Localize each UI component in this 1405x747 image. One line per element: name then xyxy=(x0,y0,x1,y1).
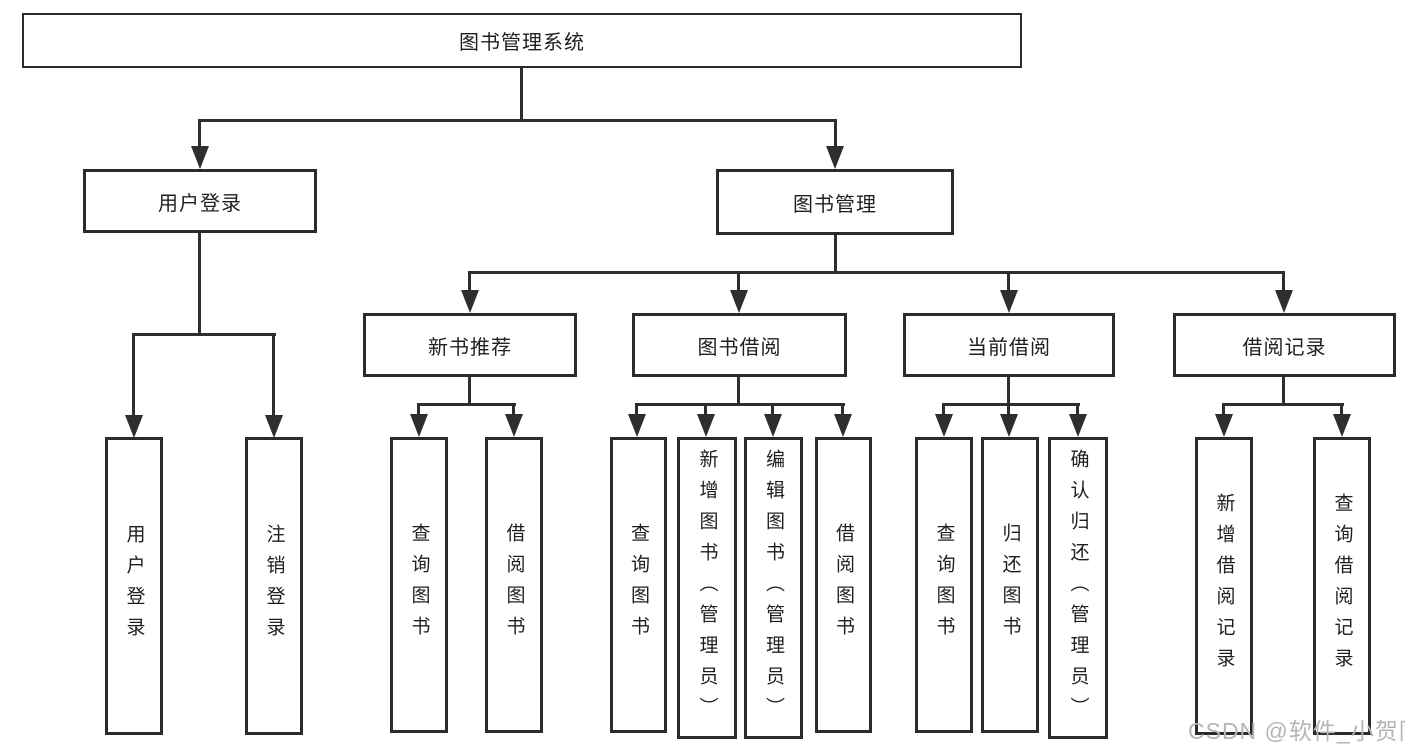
connector-bb-query-stem xyxy=(635,403,638,417)
node-user-login: 用户登录 xyxy=(83,169,317,233)
arrowhead-bb-add xyxy=(697,414,715,437)
arrowhead-cb-query xyxy=(935,414,953,437)
connector-nb-borrow-stem xyxy=(512,403,515,417)
leaf-records-add-label: 新增借阅记录 xyxy=(1213,493,1235,679)
leaf-current-confirm-admin: 确认归还（管理员） xyxy=(1048,437,1108,739)
node-new-book-recommend-label: 新书推荐 xyxy=(428,336,512,359)
node-current-borrowing: 当前借阅 xyxy=(903,313,1115,377)
connector-rec-query-stem xyxy=(1340,403,1343,417)
connector-records-stem xyxy=(1282,271,1285,292)
node-new-book-recommend: 新书推荐 xyxy=(363,313,577,377)
leaf-logout: 注销登录 xyxy=(245,437,303,735)
connector-borrowing-trunk xyxy=(737,377,740,406)
arrowhead-nb-borrow xyxy=(505,414,523,437)
arrowhead-leaf-login xyxy=(125,415,143,438)
leaf-current-query: 查询图书 xyxy=(915,437,973,733)
node-user-login-label: 用户登录 xyxy=(158,192,242,215)
leaf-current-return: 归还图书 xyxy=(981,437,1039,733)
connector-new-books-bar xyxy=(417,403,516,406)
arrowhead-cb-return xyxy=(1000,414,1018,437)
connector-bb-edit-stem xyxy=(771,403,774,417)
leaf-newbooks-borrow: 借阅图书 xyxy=(485,437,543,733)
connector-user-login-stem xyxy=(198,119,201,153)
leaf-newbooks-borrow-label: 借阅图书 xyxy=(503,523,525,647)
node-root-label: 图书管理系统 xyxy=(459,32,585,54)
leaf-user-login-label: 用户登录 xyxy=(123,524,145,648)
connector-level2-bar xyxy=(198,119,837,122)
connector-book-mgmt-trunk xyxy=(834,235,837,274)
arrowhead-user-login xyxy=(191,146,209,169)
arrowhead-rec-add xyxy=(1215,414,1233,437)
leaf-borrowing-borrow: 借阅图书 xyxy=(815,437,872,733)
connector-leaf-logout-stem xyxy=(272,333,275,418)
connector-level3-bar xyxy=(468,271,1285,274)
node-current-borrowing-label: 当前借阅 xyxy=(967,336,1051,359)
arrowhead-leaf-logout xyxy=(265,415,283,438)
connector-user-login-trunk xyxy=(198,233,201,336)
connector-current-stem xyxy=(1007,271,1010,292)
watermark: CSDN @软件_小贺同学 xyxy=(1188,718,1405,744)
connector-cb-query-stem xyxy=(942,403,945,417)
arrowhead-new-books xyxy=(461,290,479,313)
leaf-current-confirm-admin-label: 确认归还（管理员） xyxy=(1067,448,1089,728)
connector-rec-add-stem xyxy=(1222,403,1225,417)
connector-leaf-login-stem xyxy=(132,333,135,418)
connector-cb-confirm-stem xyxy=(1076,403,1079,417)
connector-new-books-stem xyxy=(468,271,471,292)
leaf-current-query-label: 查询图书 xyxy=(933,523,955,647)
arrowhead-borrowing xyxy=(730,290,748,313)
leaf-newbooks-query: 查询图书 xyxy=(390,437,448,733)
arrowhead-bb-edit xyxy=(764,414,782,437)
connector-bb-borrow-stem xyxy=(841,403,844,417)
leaf-newbooks-query-label: 查询图书 xyxy=(408,523,430,647)
connector-user-login-bar xyxy=(132,333,276,336)
arrowhead-current xyxy=(1000,290,1018,313)
connector-current-bar xyxy=(942,403,1080,406)
node-root: 图书管理系统 xyxy=(22,13,1022,68)
connector-bb-add-stem xyxy=(704,403,707,417)
node-book-management-label: 图书管理 xyxy=(793,193,877,216)
node-book-borrowing-label: 图书借阅 xyxy=(697,336,782,359)
connector-cb-return-stem xyxy=(1007,403,1010,417)
connector-records-trunk xyxy=(1282,377,1285,406)
arrowhead-cb-confirm xyxy=(1069,414,1087,437)
leaf-borrowing-add-admin: 新增图书（管理员） xyxy=(677,437,737,739)
node-borrow-records: 借阅记录 xyxy=(1173,313,1396,377)
leaf-records-query-label: 查询借阅记录 xyxy=(1331,493,1353,679)
leaf-records-add: 新增借阅记录 xyxy=(1195,437,1253,735)
node-book-management: 图书管理 xyxy=(716,169,954,235)
leaf-borrowing-query: 查询图书 xyxy=(610,437,667,733)
leaf-borrowing-query-label: 查询图书 xyxy=(628,523,649,647)
leaf-borrowing-edit-admin-label: 编辑图书（管理员） xyxy=(763,448,784,728)
arrowhead-nb-query xyxy=(410,414,428,437)
leaf-records-query: 查询借阅记录 xyxy=(1313,437,1371,735)
connector-borrowing-stem xyxy=(737,271,740,292)
arrowhead-bb-borrow xyxy=(834,414,852,437)
leaf-borrowing-borrow-label: 借阅图书 xyxy=(833,523,854,647)
leaf-current-return-label: 归还图书 xyxy=(999,523,1021,647)
connector-new-books-trunk xyxy=(468,377,471,406)
leaf-borrowing-edit-admin: 编辑图书（管理员） xyxy=(744,437,803,739)
arrowhead-records xyxy=(1275,290,1293,313)
connector-root-trunk xyxy=(520,68,523,122)
arrowhead-rec-query xyxy=(1333,414,1351,437)
connector-book-mgmt-stem xyxy=(834,119,837,153)
node-book-borrowing: 图书借阅 xyxy=(632,313,847,377)
connector-borrowing-bar xyxy=(635,403,845,406)
leaf-user-login: 用户登录 xyxy=(105,437,163,735)
leaf-logout-label: 注销登录 xyxy=(263,524,285,648)
connector-records-bar xyxy=(1222,403,1344,406)
arrowhead-book-mgmt xyxy=(826,146,844,169)
leaf-borrowing-add-admin-label: 新增图书（管理员） xyxy=(696,448,718,728)
connector-current-trunk xyxy=(1007,377,1010,406)
node-borrow-records-label: 借阅记录 xyxy=(1242,336,1327,359)
arrowhead-bb-query xyxy=(628,414,646,437)
connector-nb-query-stem xyxy=(417,403,420,417)
